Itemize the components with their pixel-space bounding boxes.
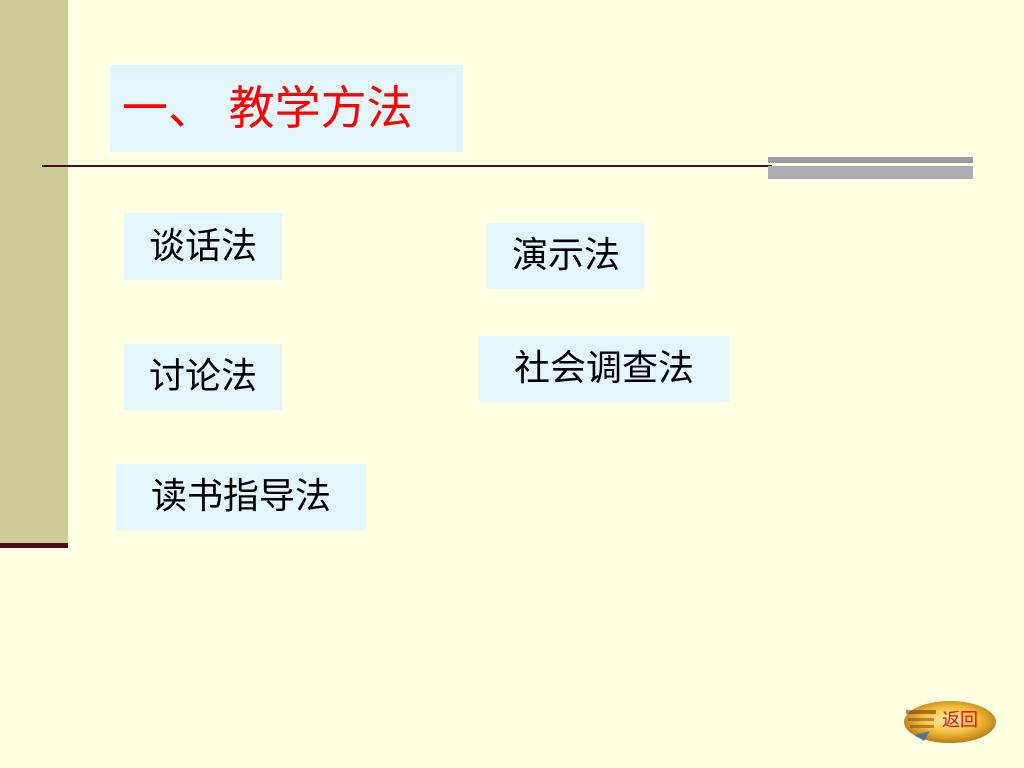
left-decor-bar bbox=[0, 0, 68, 545]
method-reading-guidance: 读书指导法 bbox=[116, 464, 366, 530]
back-label[interactable]: 返回 bbox=[942, 710, 978, 731]
left-decor-underline bbox=[0, 543, 68, 548]
back-button[interactable] bbox=[900, 695, 1000, 747]
method-discussion: 讨论法 bbox=[124, 344, 282, 410]
back-icon bbox=[904, 701, 996, 743]
method-social-survey: 社会调查法 bbox=[479, 336, 729, 402]
slide-title: 一、 教学方法 bbox=[110, 65, 463, 152]
rule-gray-block bbox=[768, 157, 973, 179]
method-demonstration: 演示法 bbox=[487, 223, 645, 289]
title-rule bbox=[42, 165, 772, 167]
method-talk: 谈话法 bbox=[124, 213, 282, 280]
